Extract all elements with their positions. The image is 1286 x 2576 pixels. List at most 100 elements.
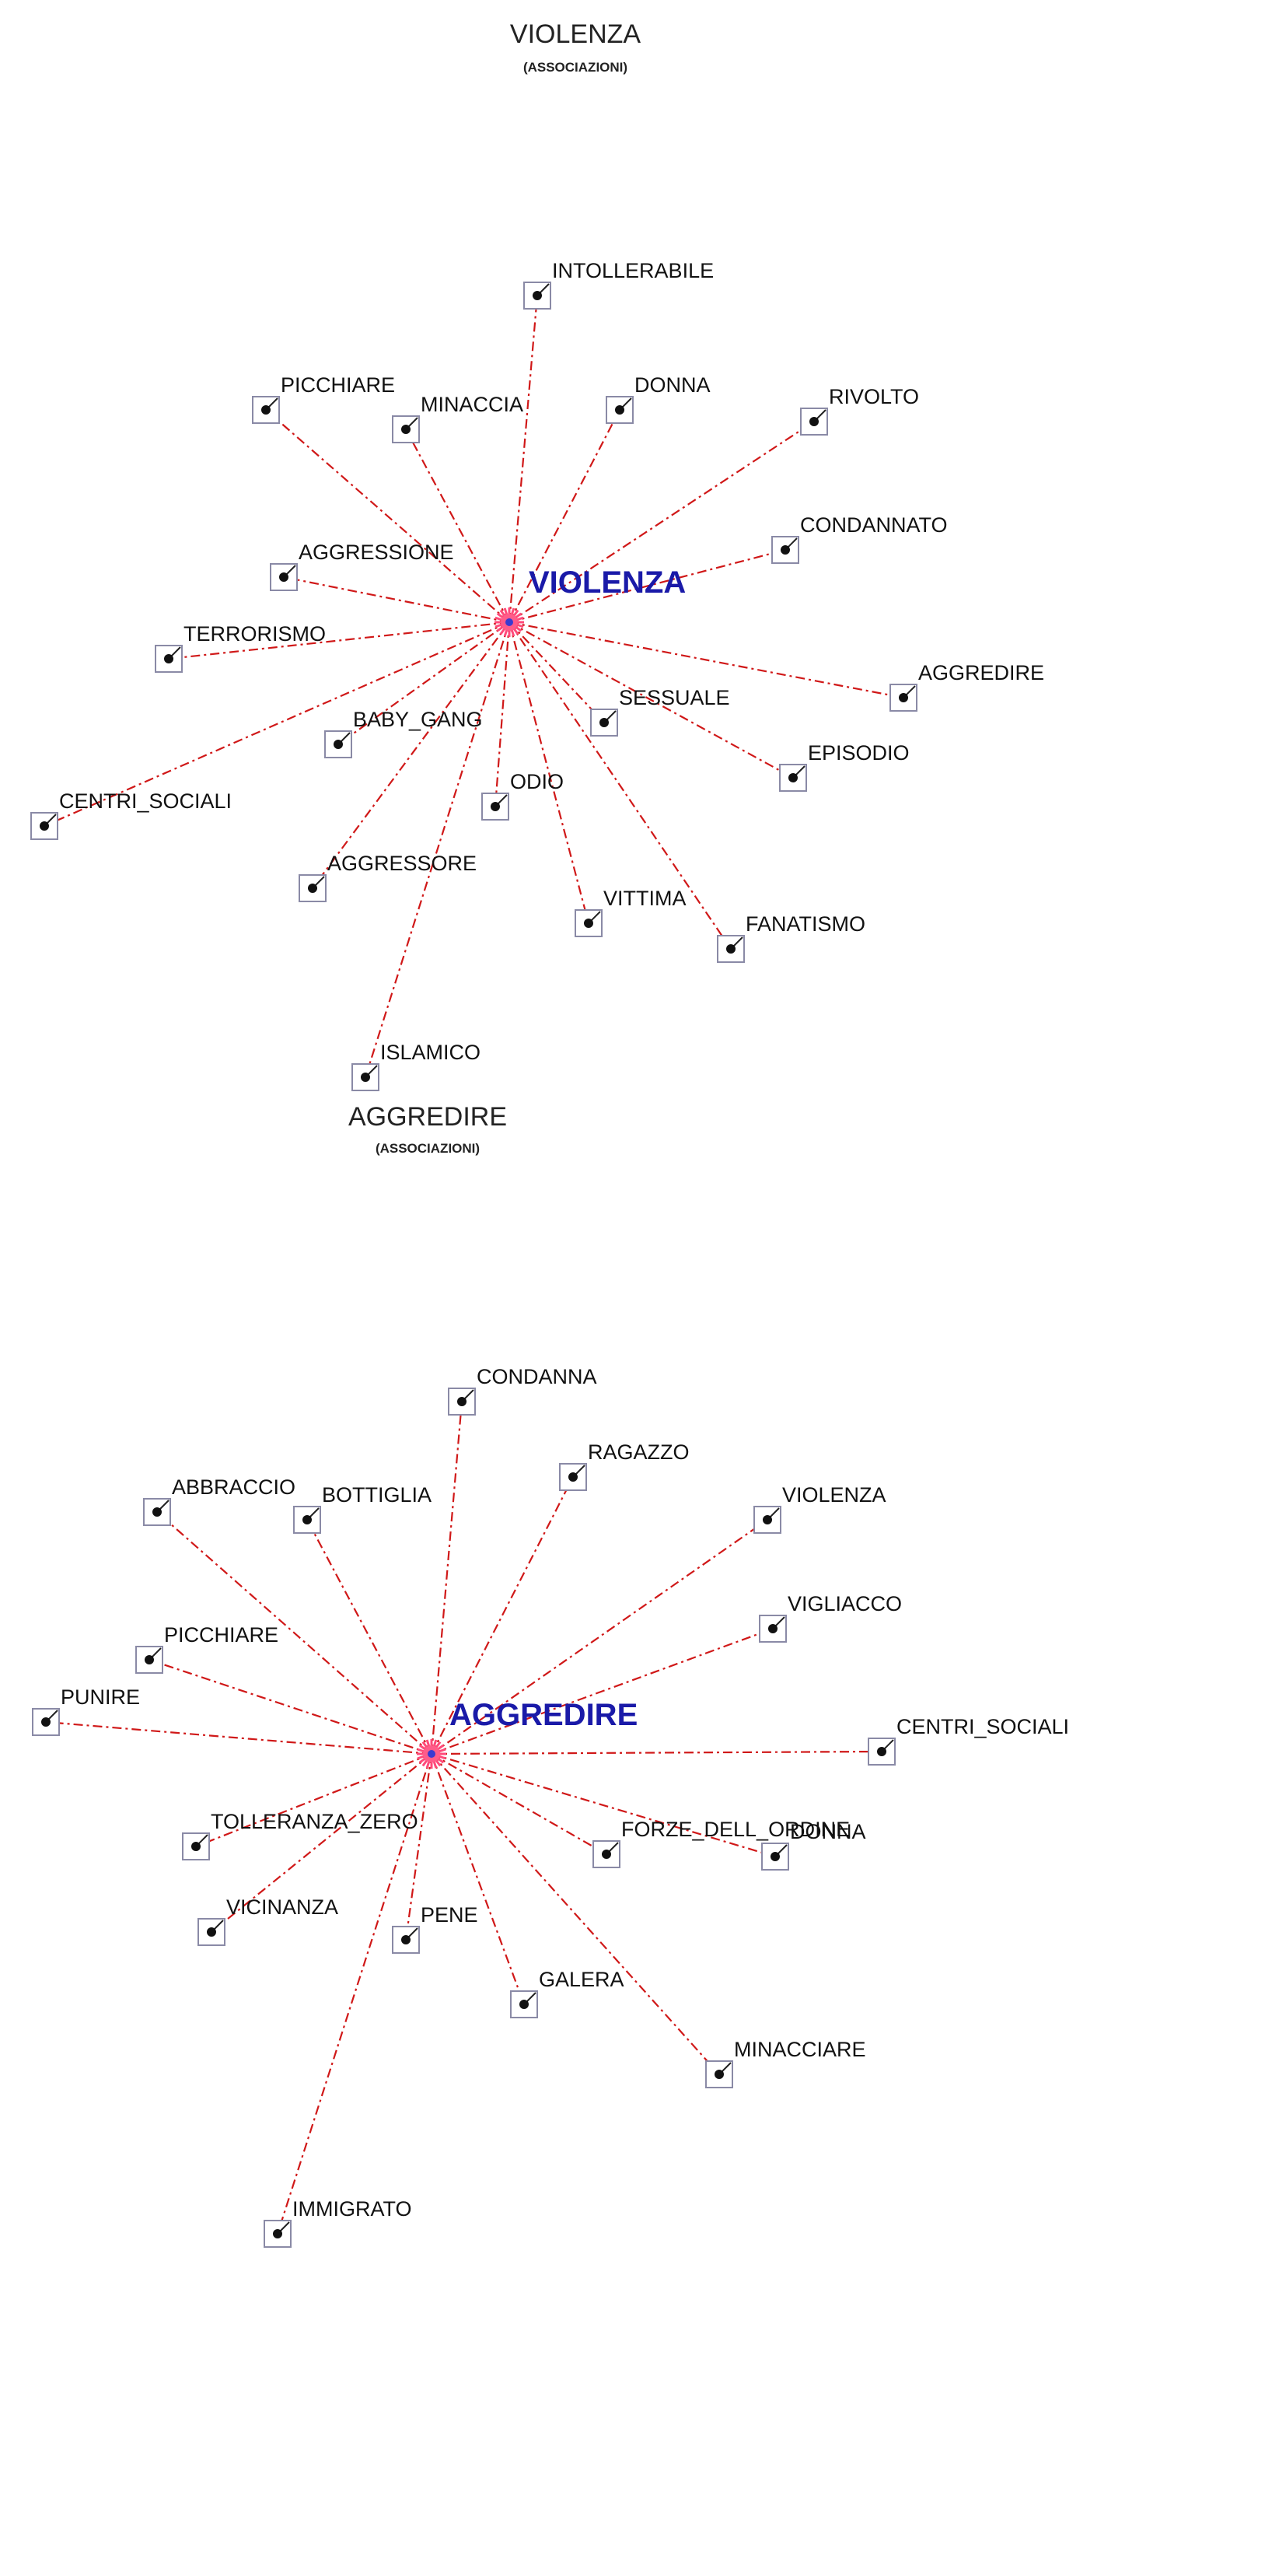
node-dot [781, 545, 790, 555]
association-edge [168, 621, 510, 660]
term-node: CENTRI_SOCIALI [868, 1715, 1069, 1766]
node-dot [207, 1927, 216, 1937]
association-edge [430, 1753, 526, 2005]
term-node: ABBRACCIO [143, 1475, 295, 1526]
node-dot [877, 1747, 886, 1756]
node-dot [273, 2229, 282, 2238]
node-label: IMMIGRATO [292, 2197, 412, 2221]
term-node: SESSUALE [590, 686, 730, 737]
text-layer: VIOLENZA(ASSOCIAZIONI)VIOLENZAAGGREDIRE(… [348, 19, 686, 1732]
association-edge [508, 621, 794, 779]
association-edge [404, 1753, 433, 1941]
node-label: VICINANZA [226, 1895, 338, 1919]
term-node: VITTIMA [575, 887, 687, 937]
node-dot [768, 1624, 778, 1633]
node-label: FORZE_DELL_ORDINE [621, 1818, 850, 1841]
node-label: MINACCIARE [734, 2038, 866, 2061]
association-edge [494, 621, 511, 807]
node-dot [41, 1717, 51, 1727]
node-label: BABY_GANG [353, 708, 483, 731]
term-node: CONDANNA [448, 1365, 597, 1416]
association-edge [431, 1752, 776, 1858]
term-node: PENE [392, 1903, 478, 1954]
term-node: CENTRI_SOCIALI [30, 789, 232, 840]
term-node: AGGRESSORE [299, 852, 477, 902]
node-label: SESSUALE [619, 686, 730, 709]
node-label: DONNA [634, 373, 711, 397]
node-dot [809, 417, 819, 426]
node-label: PUNIRE [61, 1685, 140, 1709]
term-node: MINACCIARE [705, 2038, 866, 2088]
node-label: TERRORISMO [183, 622, 326, 646]
node-dot [763, 1515, 772, 1524]
node-label: PICCHIARE [281, 373, 395, 397]
node-box [759, 1615, 787, 1643]
node-dot [279, 572, 288, 582]
center-core [428, 1750, 435, 1758]
term-node: TERRORISMO [155, 622, 326, 673]
node-dot [771, 1852, 780, 1861]
association-edge [508, 295, 539, 623]
node-label: AGGREDIRE [918, 661, 1044, 684]
term-node: VICINANZA [197, 1895, 338, 1946]
node-dot [602, 1850, 611, 1859]
node-dot [145, 1655, 154, 1664]
node-dot [899, 693, 908, 702]
node-dot [599, 718, 609, 727]
association-edge [431, 1476, 574, 1755]
association-edge [508, 548, 786, 624]
node-dot [615, 405, 624, 415]
center-label: VIOLENZA [529, 565, 686, 600]
node-label: VIOLENZA [782, 1483, 886, 1507]
node-label: INTOLLERABILE [552, 259, 714, 282]
term-node: BABY_GANG [324, 708, 483, 758]
center-node [417, 1739, 446, 1769]
node-label: MINACCIA [421, 393, 523, 416]
center-label: AGGREDIRE [449, 1698, 638, 1732]
term-node: RIVOLTO [800, 385, 919, 436]
association-edge [276, 1753, 433, 2235]
node-label: PENE [421, 1903, 478, 1927]
association-edge [195, 1752, 432, 1848]
center-node [494, 607, 524, 637]
node-dot [457, 1397, 467, 1406]
node-dot [308, 884, 317, 893]
association-edge [508, 421, 815, 623]
node-dot [164, 654, 173, 663]
term-node: AGGRESSIONE [270, 541, 454, 591]
term-node: TOLLERANZA_ZERO [182, 1810, 418, 1860]
node-dot [361, 1073, 370, 1082]
node-label: ABBRACCIO [172, 1475, 295, 1499]
node-label: ISLAMICO [380, 1041, 481, 1064]
node-dot [334, 740, 343, 749]
node-dot [401, 1935, 411, 1944]
edges-layer [44, 295, 904, 2235]
node-dot [191, 1842, 201, 1851]
association-edge [306, 1519, 432, 1755]
node-dot [261, 405, 271, 415]
term-node: PICCHIARE [252, 373, 395, 424]
diagram-subtitle: (ASSOCIAZIONI) [523, 60, 627, 75]
term-node: RAGAZZO [559, 1440, 690, 1491]
association-edge [508, 621, 904, 699]
term-node: MINACCIA [392, 393, 523, 443]
node-label: RIVOLTO [829, 385, 919, 408]
node-label: CENTRI_SOCIALI [896, 1715, 1069, 1738]
association-edge [508, 621, 590, 924]
node-dot [726, 944, 736, 954]
term-node: AGGREDIRE [889, 661, 1044, 712]
node-dot [401, 425, 411, 434]
term-node: VIOLENZA [753, 1483, 886, 1534]
node-dot [584, 919, 593, 928]
association-edge [431, 1753, 607, 1855]
center-core [505, 618, 513, 626]
node-dot [715, 2070, 724, 2079]
term-node: FORZE_DELL_ORDINE [592, 1818, 850, 1868]
association-edge [211, 1753, 432, 1933]
node-label: EPISODIO [808, 741, 910, 765]
node-label: BOTTIGLIA [322, 1483, 432, 1507]
association-edge [337, 621, 510, 745]
node-dot [152, 1507, 162, 1517]
term-node: PUNIRE [32, 1685, 140, 1736]
